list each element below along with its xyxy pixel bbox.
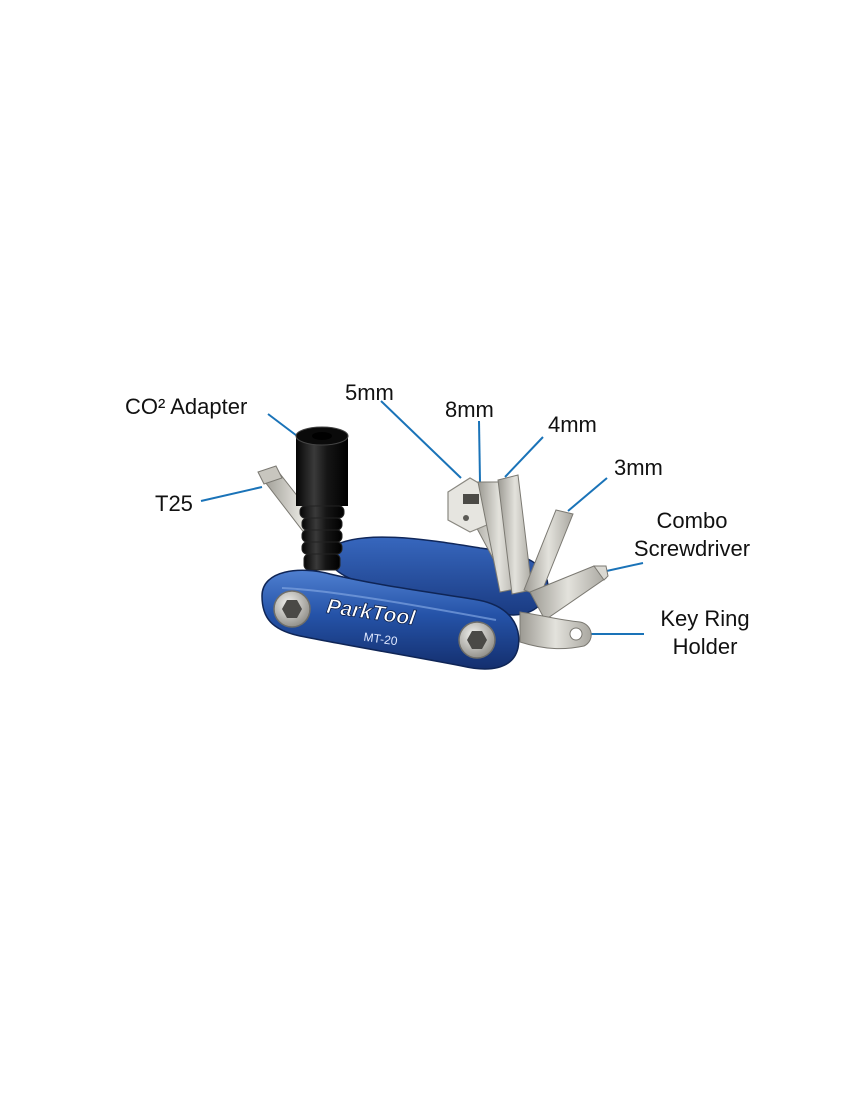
label-8mm: 8mm [445, 397, 494, 422]
front-body-plate [261, 569, 520, 670]
key-ring-holder [519, 611, 592, 650]
leader-5mm [380, 400, 462, 479]
label-5mm: 5mm [345, 380, 394, 405]
label-keyring-line2: Holder [672, 634, 738, 659]
label-key-ring-holder: Key Ring Holder [640, 605, 770, 661]
label-3mm: 3mm [614, 455, 663, 480]
label-co2-adapter: CO² Adapter [125, 394, 248, 419]
co2-adapter [295, 426, 349, 571]
label-t25: T25 [155, 491, 193, 516]
left-bolt [273, 590, 311, 628]
label-keyring-line1: Key Ring [660, 606, 750, 631]
label-4mm: 4mm [548, 412, 597, 437]
leader-combo [601, 562, 644, 573]
combo-screwdriver [529, 565, 609, 621]
label-combo-line1: Combo [656, 508, 728, 533]
leader-8mm [478, 420, 481, 483]
label-combo-line2: Screwdriver [633, 536, 751, 561]
leader-t25 [200, 486, 263, 502]
label-combo-screwdriver: Combo Screwdriver [617, 507, 767, 563]
model-number: MT-20 [363, 630, 399, 649]
right-bolt [458, 621, 496, 659]
leader-3mm [567, 477, 608, 512]
leader-lines [200, 400, 644, 635]
leader-4mm [504, 436, 544, 478]
